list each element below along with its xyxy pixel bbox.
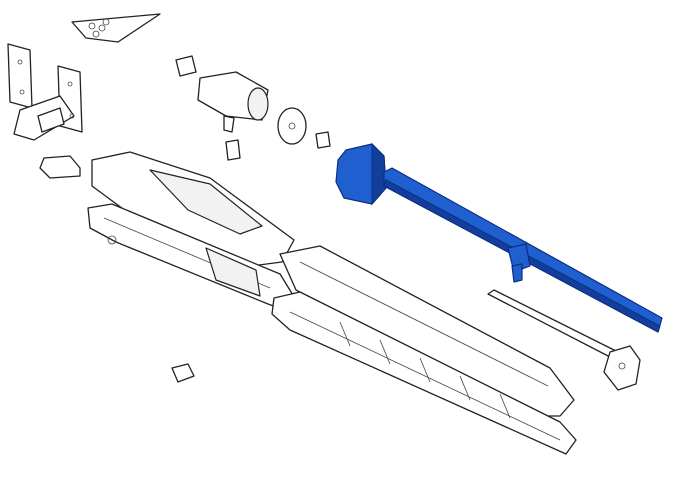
part-bushing[interactable]: [315, 131, 331, 149]
part-front-bracket-rail[interactable]: [487, 289, 641, 391]
part-rear-bracket[interactable]: [7, 43, 83, 141]
part-worm-screw-highlighted[interactable]: [335, 142, 663, 333]
part-cover-plate[interactable]: [71, 13, 161, 43]
part-lower-profile[interactable]: [271, 291, 577, 455]
part-gear-disc[interactable]: [277, 107, 307, 145]
part-small-block[interactable]: [39, 155, 81, 179]
part-upper-cover[interactable]: [91, 151, 295, 269]
part-small-clip[interactable]: [171, 363, 195, 383]
part-motor[interactable]: [175, 55, 269, 161]
